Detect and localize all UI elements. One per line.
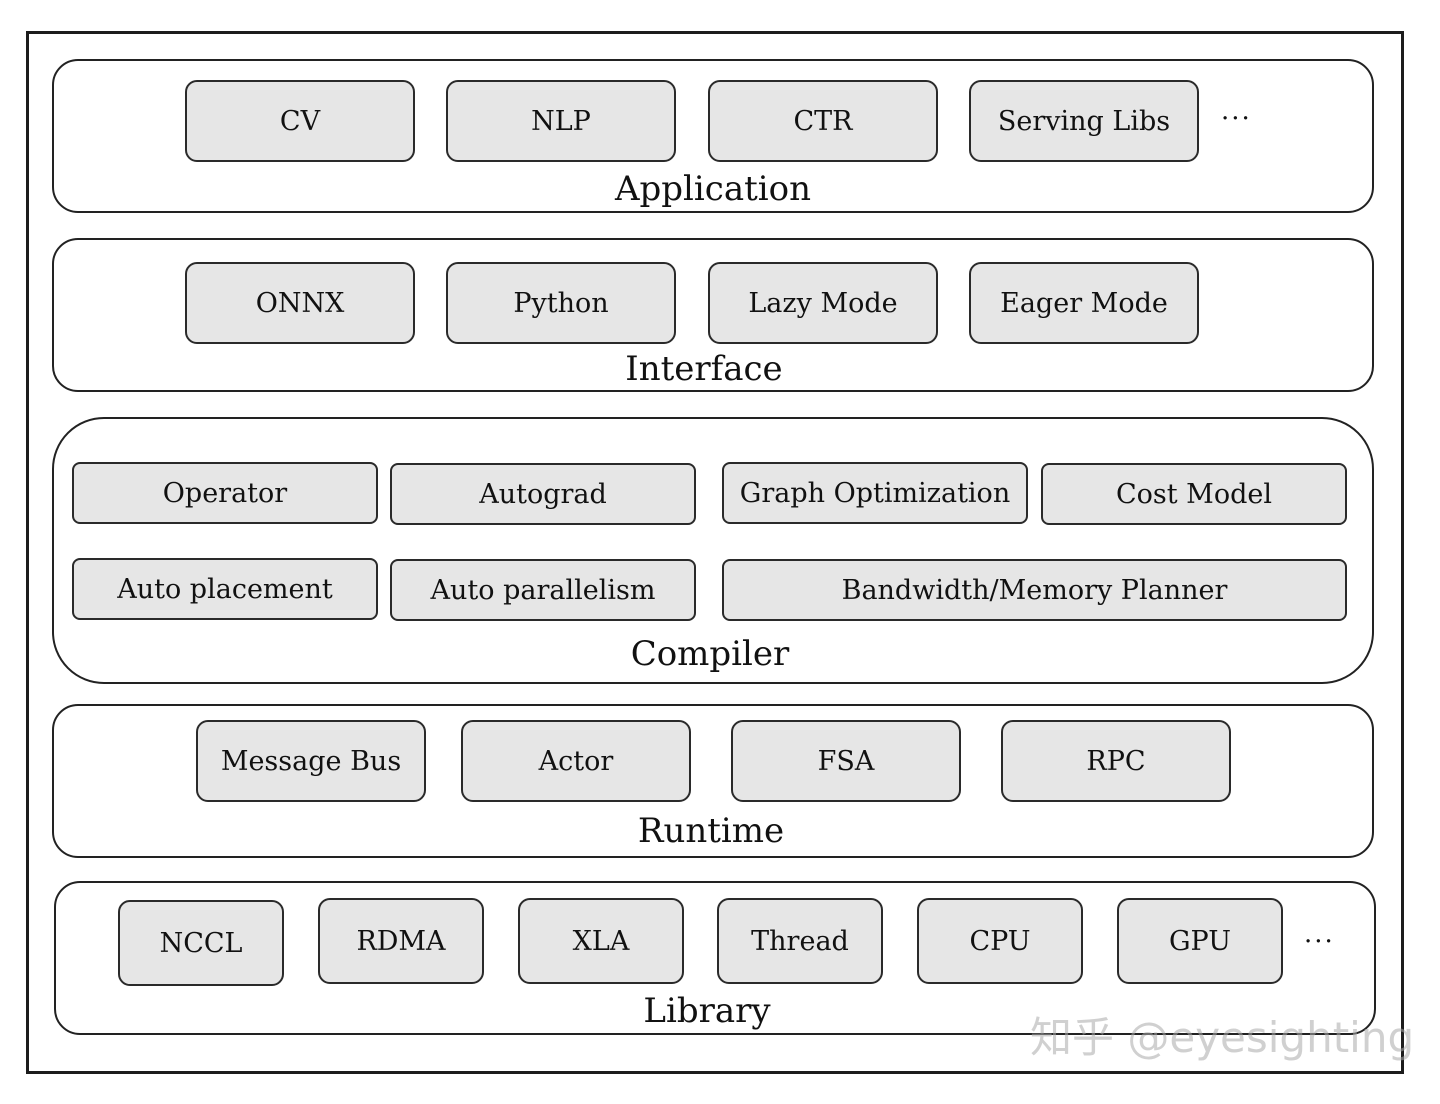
auto-parallelism-box: Auto parallelism <box>390 559 696 621</box>
operator-box: Operator <box>72 462 378 524</box>
python-box: Python <box>446 262 676 344</box>
nlp-box: NLP <box>446 80 676 162</box>
eager-mode-box: Eager Mode <box>969 262 1199 344</box>
watermark: 知乎 @eyesighting <box>1030 1013 1415 1062</box>
library-layer-label: Library <box>643 991 771 1031</box>
auto-placement-box: Auto placement <box>72 558 378 620</box>
compiler-layer: Compiler <box>52 417 1374 684</box>
diagram-frame <box>26 31 1404 1074</box>
autograd-box: Autograd <box>390 463 696 525</box>
fsa-box: FSA <box>731 720 961 802</box>
lazy-mode-box: Lazy Mode <box>708 262 938 344</box>
runtime-layer-label: Runtime <box>637 811 785 851</box>
gpu-box: GPU <box>1117 898 1283 984</box>
ctr-box: CTR <box>708 80 938 162</box>
cpu-box: CPU <box>917 898 1083 984</box>
cv-box: CV <box>185 80 415 162</box>
interface-layer-label: Interface <box>625 349 783 389</box>
rdma-box: RDMA <box>318 898 484 984</box>
library-ellipsis: ··· <box>1304 927 1335 957</box>
nccl-box: NCCL <box>118 900 284 986</box>
cost-model-box: Cost Model <box>1041 463 1347 525</box>
graph-optimization-box: Graph Optimization <box>722 462 1028 524</box>
xla-box: XLA <box>518 898 684 984</box>
application-layer-label: Application <box>614 169 812 209</box>
compiler-layer-label: Compiler <box>630 634 790 674</box>
actor-box: Actor <box>461 720 691 802</box>
message-bus-box: Message Bus <box>196 720 426 802</box>
onnx-box: ONNX <box>185 262 415 344</box>
rpc-box: RPC <box>1001 720 1231 802</box>
thread-box: Thread <box>717 898 883 984</box>
application-ellipsis: ··· <box>1221 104 1252 134</box>
serving-libs-box: Serving Libs <box>969 80 1199 162</box>
bandwidth-memory-planner-box: Bandwidth/Memory Planner <box>722 559 1347 621</box>
